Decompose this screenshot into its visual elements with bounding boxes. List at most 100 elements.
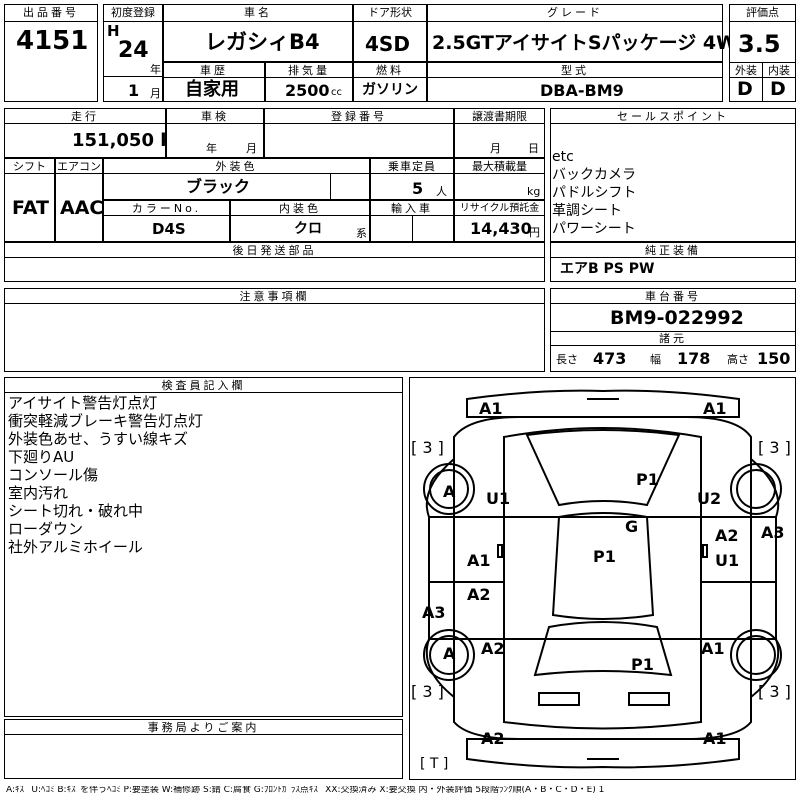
notes-label: 注意事項欄 xyxy=(4,288,545,304)
inspector-item: 外装色あせ、うすい線キズ xyxy=(8,430,189,448)
lot-number: 4151 xyxy=(16,26,89,56)
mileage-label: 走行 xyxy=(4,108,166,124)
height: 150 xyxy=(757,349,791,368)
legend: A:ｷｽﾞ U:ﾍｺﾐ B:ｷｽﾞを伴うﾍｺﾐ P:要塗装 W:補修跡 S:錆 … xyxy=(6,786,605,795)
intcolor-unit: 系 xyxy=(356,227,367,240)
damage-mark: P1 xyxy=(593,547,616,566)
grade-label: グレード xyxy=(427,4,723,22)
transfer-day-unit: 日 xyxy=(528,142,539,155)
intcolor: クロ xyxy=(294,221,322,237)
damage-mark: A2 xyxy=(481,729,505,748)
damage-mark: A2 xyxy=(715,526,739,545)
displacement-unit: cc xyxy=(331,87,342,98)
capacity: 5 xyxy=(412,179,424,198)
intcolor-label: 内装色 xyxy=(230,200,370,216)
height-label: 高さ xyxy=(727,353,749,366)
damage-mark: A xyxy=(443,482,456,501)
inspector-label: 検査員記入欄 xyxy=(4,377,403,393)
inspection-month-unit: 月 xyxy=(246,142,257,155)
damage-mark: [ 3 ] xyxy=(411,438,444,457)
damage-mark: A1 xyxy=(701,639,725,658)
inspection-year-unit: 年 xyxy=(206,142,217,155)
inspection-label: 車検 xyxy=(166,108,264,124)
exterior-grade: D xyxy=(737,78,753,100)
office-label: 事務局よりご案内 xyxy=(4,719,403,735)
door-label: ドア形状 xyxy=(353,4,427,22)
damage-mark: [ 3 ] xyxy=(758,438,791,457)
inspector-box xyxy=(4,377,403,717)
recycle: 14,430 xyxy=(470,219,532,238)
car-diagram xyxy=(423,389,782,769)
transfer-month-unit: 月 xyxy=(490,142,501,155)
load-label: 最大積載量 xyxy=(454,158,545,174)
length: 473 xyxy=(593,349,627,368)
damage-mark: A3 xyxy=(761,523,785,542)
door-type: 4SD xyxy=(365,32,410,56)
chassis-number: BM9-022992 xyxy=(610,307,744,329)
score: 3.5 xyxy=(738,30,781,58)
later-parts-label: 後日発送部品 xyxy=(4,242,545,258)
equipment-label: 純正装備 xyxy=(550,242,796,258)
sales-box xyxy=(550,108,796,242)
inspector-item: 衝突軽減ブレーキ警告灯点灯 xyxy=(8,412,204,430)
damage-mark: U1 xyxy=(715,551,740,570)
damage-mark: P1 xyxy=(636,470,659,489)
registration-month: 1 xyxy=(128,81,140,100)
inspector-item: 室内汚れ xyxy=(8,484,69,502)
sales-label: セールスポイント xyxy=(550,108,796,124)
inspector-item: ローダウン xyxy=(8,520,84,538)
regno-label: 登録番号 xyxy=(264,108,454,124)
damage-mark: A3 xyxy=(422,603,446,622)
damage-mark: U2 xyxy=(697,489,722,508)
damage-mark: A2 xyxy=(481,639,505,658)
displacement: 2500 xyxy=(285,81,330,100)
sales-item: 革調シート xyxy=(552,203,622,219)
month-unit: 月 xyxy=(150,87,161,100)
divider xyxy=(330,174,331,200)
damage-mark: A1 xyxy=(479,399,503,418)
damage-mark: [ T ] xyxy=(420,756,449,772)
shift-label: シフト xyxy=(4,158,55,174)
lot-label: 出品番号 xyxy=(4,4,98,22)
damage-mark: A1 xyxy=(467,551,491,570)
damage-mark: G xyxy=(625,517,639,536)
width-label: 幅 xyxy=(650,353,661,366)
colorno: D4S xyxy=(152,220,186,238)
sales-item: etc xyxy=(552,149,574,165)
car-name: レガシィB4 xyxy=(205,30,320,54)
color-label: 外装色 xyxy=(103,158,370,174)
ac-label: エアコン xyxy=(55,158,103,174)
import-label: 輸入車 xyxy=(370,200,454,216)
damage-mark: P1 xyxy=(631,655,654,674)
width: 178 xyxy=(677,349,711,368)
dims-label: 諸元 xyxy=(550,331,796,346)
history-label: 車歴 xyxy=(163,62,265,78)
fuel-label: 燃料 xyxy=(353,62,427,78)
inspector-list: アイサイト警告灯点灯 衝突軽減ブレーキ警告灯点灯 外装色あせ、うすい線キズ 下廻… xyxy=(8,394,203,556)
divider xyxy=(762,62,763,102)
divider xyxy=(103,76,163,77)
damage-mark: [ 3 ] xyxy=(758,682,791,701)
ac: AAC xyxy=(60,197,104,219)
registration-year: 24 xyxy=(118,38,149,63)
inspector-item: 下廻りAU xyxy=(8,448,75,466)
score-label: 評価点 xyxy=(729,4,796,22)
sales-item: バックカメラ xyxy=(552,167,636,183)
displacement-label: 排気量 xyxy=(265,62,353,78)
car-diagram-box xyxy=(409,377,796,780)
era: H xyxy=(107,22,120,40)
recycle-label: リサイクル預託金 xyxy=(454,200,545,216)
color: ブラック xyxy=(186,177,251,196)
interior-grade: D xyxy=(770,78,786,100)
capacity-unit: 人 xyxy=(436,185,447,198)
model: DBA-BM9 xyxy=(540,81,624,100)
inspector-item: コンソール傷 xyxy=(8,466,99,484)
history: 自家用 xyxy=(185,79,239,100)
load-unit: kg xyxy=(527,185,541,198)
year-unit: 年 xyxy=(150,63,161,76)
damage-mark: A1 xyxy=(703,399,727,418)
length-label: 長さ xyxy=(556,353,578,366)
damage-mark: A2 xyxy=(467,585,491,604)
model-label: 型式 xyxy=(427,62,723,78)
grade: 2.5GTアイサイトSパッケージ 4WD xyxy=(432,32,753,54)
